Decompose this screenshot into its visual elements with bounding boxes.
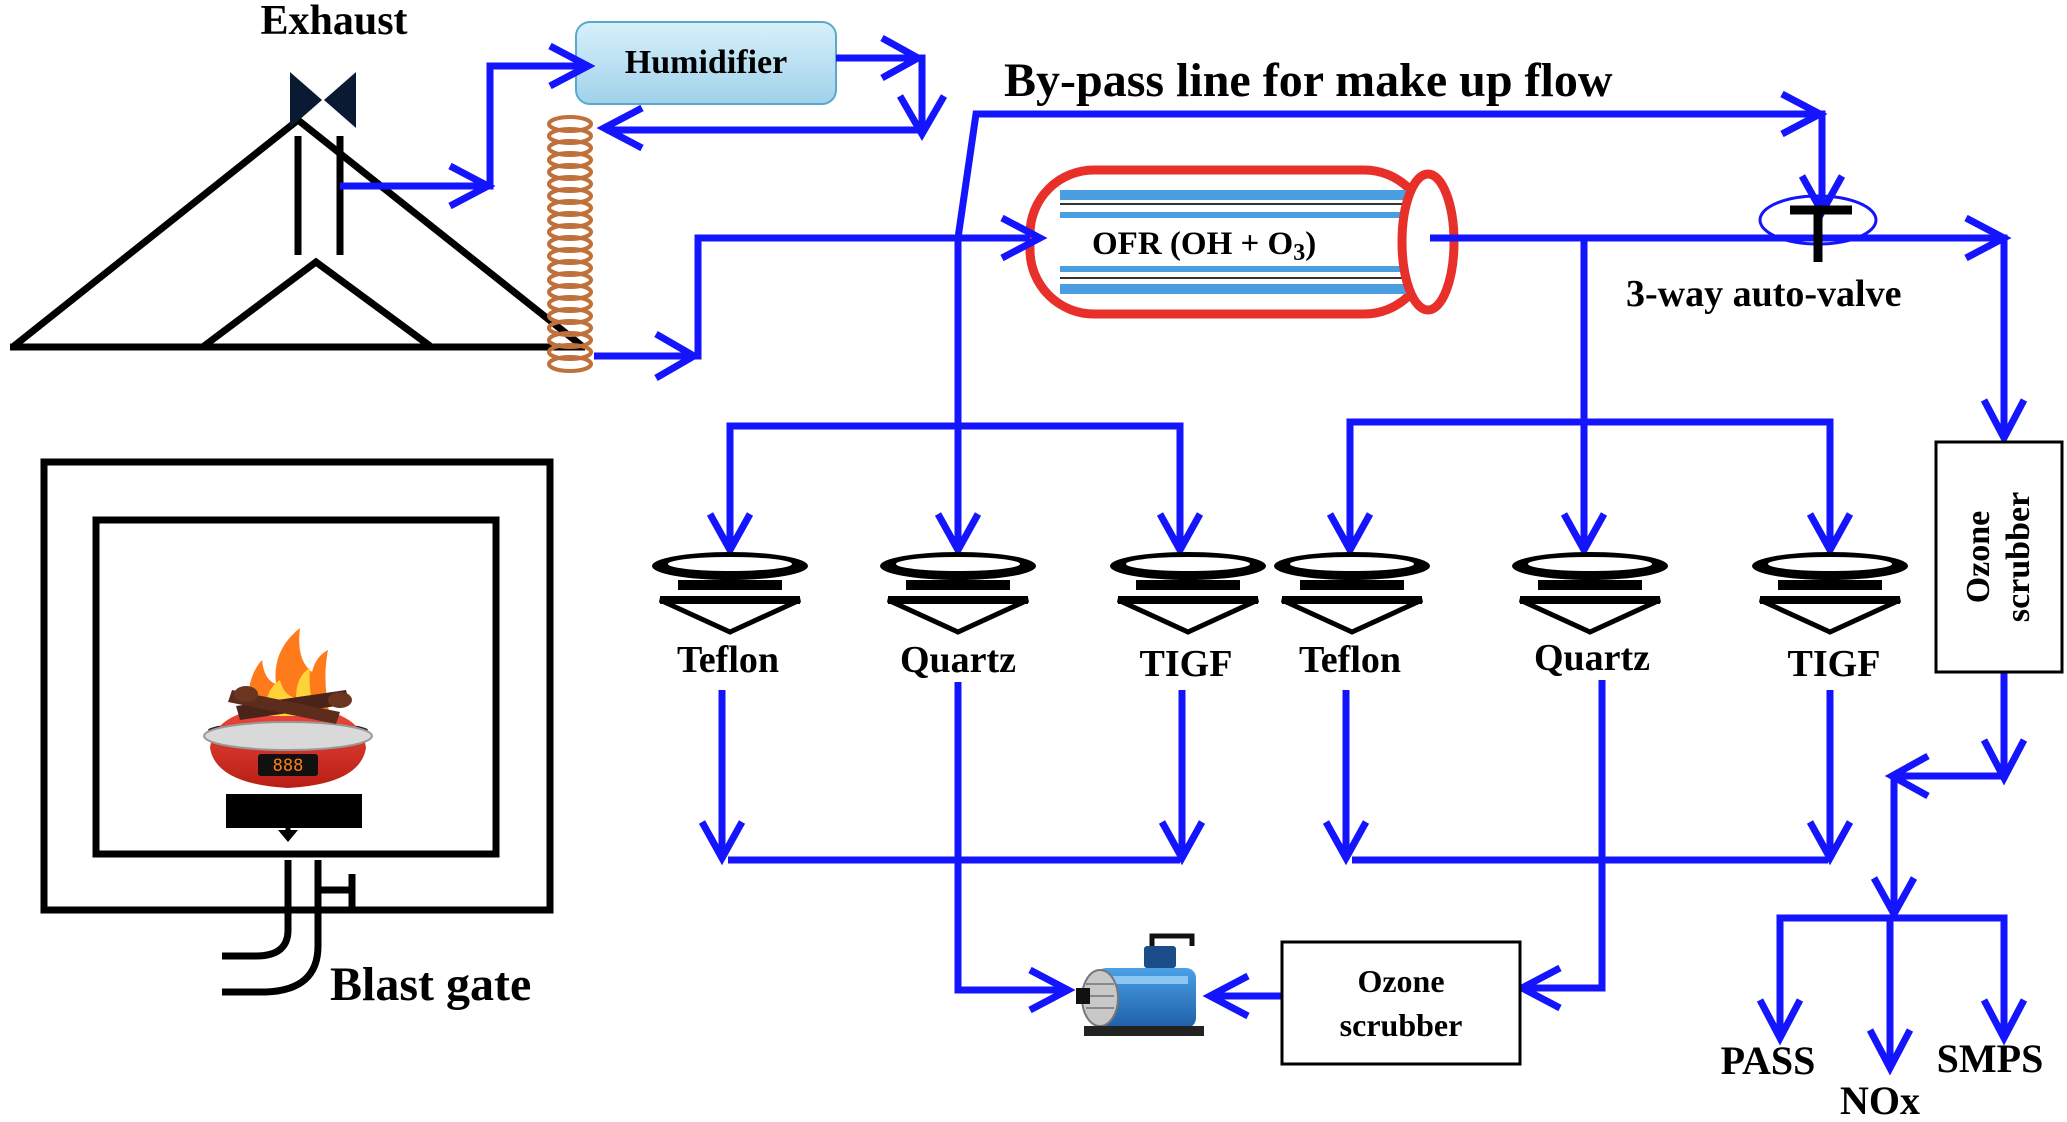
three-way-valve-label: 3-way auto-valve: [1626, 273, 1901, 315]
arrowhead: [896, 94, 948, 141]
arrowhead: [934, 512, 982, 558]
flow-ofr-to-scrubber: [1430, 234, 2008, 438]
arrowhead: [1326, 512, 1374, 558]
filter-holder-tigf-left-icon: [1110, 552, 1266, 632]
arrowhead: [1560, 512, 1608, 558]
flow-bypass: [954, 110, 1826, 239]
chamber-outer-wall: [40, 458, 554, 914]
arrowhead: [706, 512, 754, 558]
arrowhead: [1322, 820, 1370, 866]
ozone-scrubber-bottom-label-line1: Ozone: [1357, 963, 1444, 999]
combustion-chamber: [10, 115, 585, 914]
blast-gate-label: Blast gate: [330, 958, 531, 1011]
blast-gate-pipe: [222, 860, 356, 996]
flow-chimney-to-humidifier: [340, 62, 580, 190]
flow-right-manifold: [1346, 418, 1834, 548]
exhaust-damper-icon: [290, 72, 356, 128]
arrowhead: [1756, 998, 1804, 1046]
svg-text:Ozone: Ozone: [1960, 511, 1997, 604]
flow-coil-to-ofr: [594, 234, 1030, 360]
filter-holder-quartz-right-icon: [1512, 552, 1668, 632]
stove-icon: 888: [203, 706, 373, 842]
flow-humidifier-loop: [606, 54, 926, 134]
arrowhead: [1866, 1028, 1914, 1076]
bypass-line-label: By-pass line for make up flow: [1004, 54, 1613, 107]
arrowhead: [1028, 966, 1076, 1014]
arrowhead: [698, 820, 746, 866]
svg-text:scrubber: scrubber: [2000, 492, 2037, 622]
arrowhead: [1780, 90, 1828, 138]
exhaust-label: Exhaust: [260, 0, 407, 44]
arrowhead: [1000, 214, 1048, 262]
arrowhead: [1514, 964, 1562, 1012]
flow-quartz-left-to-pump: [954, 682, 1068, 994]
arrowhead: [1806, 512, 1854, 558]
filter-holder-tigf-right-icon: [1752, 552, 1908, 632]
flow-lines: [340, 34, 2028, 1076]
arrowhead: [1870, 876, 1918, 922]
filter-label-teflon-left: Teflon: [677, 639, 779, 681]
instrument-label-pass: PASS: [1721, 1038, 1816, 1083]
arrowhead: [1806, 820, 1854, 866]
filter-holders: [652, 552, 1908, 632]
ofr-reactor: [1025, 165, 1459, 319]
filter-holder-quartz-left-icon: [880, 552, 1036, 632]
coil-icon: [547, 115, 593, 373]
arrowhead: [548, 42, 596, 90]
humidifier-label: Humidifier: [625, 44, 787, 81]
ozone-scrubber-bottom-label-line2: scrubber: [1340, 1007, 1463, 1043]
vacuum-pump-icon: [1076, 933, 1204, 1036]
filter-label-tigf-right: TIGF: [1788, 643, 1881, 685]
arrowhead: [1980, 738, 2028, 786]
arrowhead: [1158, 820, 1206, 866]
filter-holder-teflon-right-icon: [1274, 552, 1430, 632]
arrowhead: [1156, 512, 1204, 558]
arrowhead: [1980, 998, 2028, 1046]
filter-label-quartz-right: Quartz: [1534, 637, 1650, 679]
instrument-label-smps: SMPS: [1937, 1036, 2044, 1081]
ozone-scrubber-bottom-box: [1280, 940, 1522, 1066]
filter-label-tigf-left: TIGF: [1140, 643, 1233, 685]
roof-inner: [201, 257, 433, 349]
ozone-scrubber-right-box: [1934, 440, 2064, 674]
fire-icon: [228, 628, 352, 724]
arrowhead: [1980, 398, 2028, 446]
arrowhead: [654, 330, 701, 382]
filter-label-teflon-right: Teflon: [1299, 639, 1401, 681]
arrowhead: [880, 34, 926, 82]
arrowhead: [448, 162, 496, 210]
ozone-scrubber-right-label: Ozone scrubber: [1960, 492, 2037, 622]
arrowhead: [1202, 972, 1250, 1020]
flow-left-manifold: [726, 422, 1184, 548]
instrument-label-nox: NOx: [1840, 1078, 1920, 1122]
arrowhead: [1964, 214, 2012, 262]
arrowhead: [596, 104, 644, 152]
filter-holder-teflon-left-icon: [652, 552, 808, 632]
stove-display: 888: [273, 756, 304, 776]
flow-scrubber-out: [1894, 670, 2008, 780]
chamber-inner-wall: [92, 516, 500, 858]
three-way-valve-icon: [1758, 194, 1878, 262]
ofr-label: OFR (OH + O3): [1092, 226, 1316, 266]
flow-quartz-right-to-scrubber: [1524, 680, 1606, 992]
filter-label-quartz-left: Quartz: [900, 639, 1016, 681]
